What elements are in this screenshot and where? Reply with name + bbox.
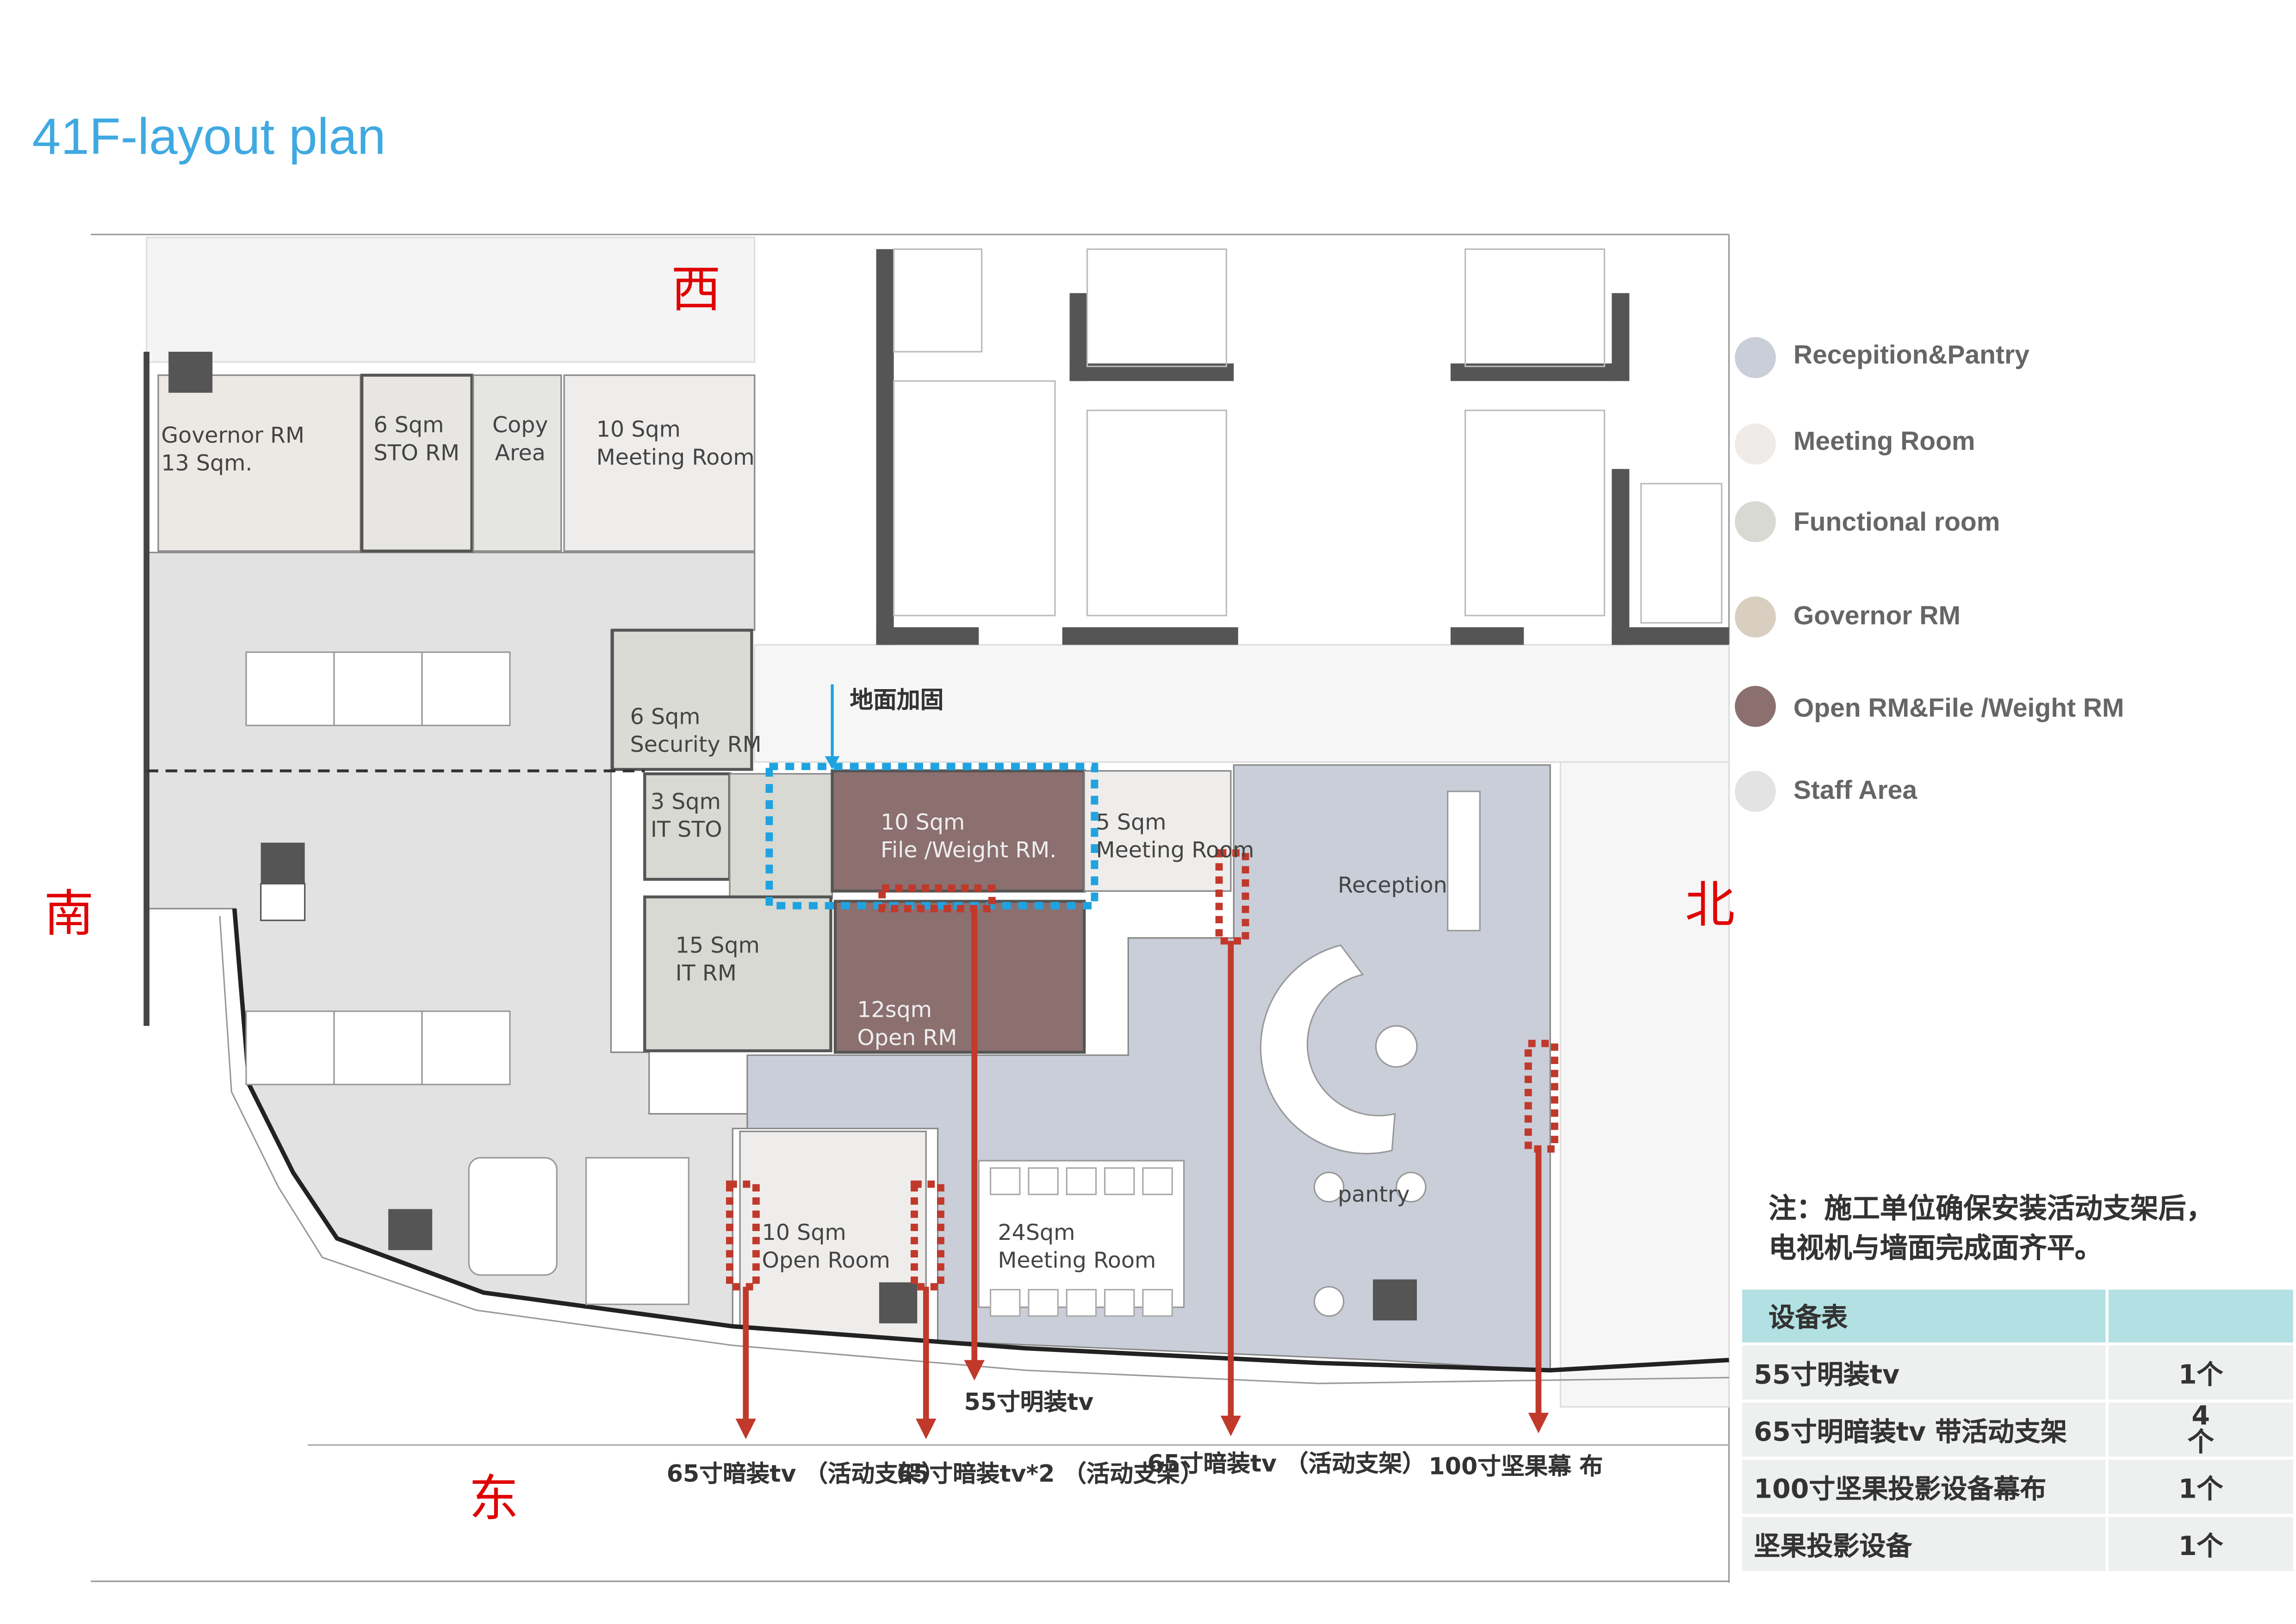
- callout-100-screen: 100寸坚果幕 布: [1428, 1452, 1603, 1481]
- legend-swatch-governor: [1735, 596, 1776, 638]
- equipment-item: 55寸明装tv: [1742, 1344, 2107, 1403]
- room-meeting-24: 24Sqm Meeting Room: [998, 1219, 1156, 1274]
- equipment-qty: 1个: [2105, 1344, 2293, 1403]
- equipment-qty: 4 个: [2105, 1401, 2293, 1460]
- legend-label-open-file: Open RM&File /Weight RM: [1793, 693, 2124, 723]
- callout-65-tv-open-room: 65寸暗装tv （活动支架）: [666, 1459, 945, 1488]
- reinforced-floor-zone: [765, 763, 1098, 909]
- installation-note: 注：施工单位确保安装活动支架后，电视机与墙面完成面齐平。: [1769, 1193, 2214, 1265]
- room-pantry: pantry: [1338, 1181, 1410, 1208]
- legend-label-reception: Recepition&Pantry: [1793, 340, 2029, 369]
- room-meeting-5: 5 Sqm Meeting Room: [1096, 809, 1254, 864]
- floor-reinforcement-label: 地面加固: [850, 685, 944, 714]
- room-security: 6 Sqm Security RM: [630, 703, 762, 758]
- room-open-10: 10 Sqm Open Room: [762, 1219, 890, 1274]
- reception-pantry-area: [746, 764, 1551, 1371]
- equipment-header-blank: [2105, 1289, 2293, 1345]
- legend-swatch-staff: [1735, 771, 1776, 812]
- room-meeting-10: 10 Sqm Meeting Room: [596, 416, 755, 471]
- direction-east: 东: [469, 1470, 519, 1529]
- equipment-qty: 1个: [2105, 1515, 2293, 1574]
- equipment-table: 设备表 55寸明装tv 1个 65寸明暗装tv 带活动支架 4 个 100寸坚果…: [1742, 1289, 2293, 1574]
- legend-swatch-open-file: [1735, 685, 1776, 727]
- room-copy: Copy Area: [492, 411, 548, 466]
- equipment-table-title: 设备表: [1742, 1289, 2107, 1345]
- legend-swatch-functional: [1735, 501, 1776, 542]
- equipment-item: 坚果投影设备: [1742, 1515, 2107, 1574]
- table-row: 坚果投影设备 1个: [1742, 1515, 2293, 1574]
- table-row: 55寸明装tv 1个: [1742, 1344, 2293, 1403]
- room-file-weight: 10 Sqm File /Weight RM.: [881, 809, 1057, 864]
- legend-swatch-reception: [1735, 337, 1776, 378]
- legend-label-governor: Governor RM: [1793, 601, 1961, 630]
- legend-label-functional: Functional room: [1793, 507, 2000, 536]
- room-it-sto: 3 Sqm IT STO: [650, 788, 722, 843]
- page-title: 41F-layout plan: [32, 108, 386, 166]
- direction-north: 北: [1685, 876, 1735, 935]
- room-sto: 6 Sqm STO RM: [373, 411, 460, 466]
- equipment-item: 100寸坚果投影设备幕布: [1742, 1458, 2107, 1517]
- table-row: 100寸坚果投影设备幕布 1个: [1742, 1458, 2293, 1517]
- callout-55-tv: 55寸明装tv: [964, 1388, 1094, 1416]
- table-row: 65寸明暗装tv 带活动支架 4 个: [1742, 1401, 2293, 1460]
- room-governor: Governor RM 13 Sqm.: [161, 422, 305, 477]
- callout-65-tv-meeting: 65寸暗装tv （活动支架）: [1147, 1449, 1426, 1477]
- room-open-12: 12sqm Open RM: [857, 996, 957, 1051]
- legend-label-meeting: Meeting Room: [1793, 426, 1975, 456]
- direction-south: 南: [43, 885, 94, 944]
- direction-west: 西: [671, 261, 721, 320]
- equipment-qty: 1个: [2105, 1458, 2293, 1517]
- equipment-table-header: 设备表: [1742, 1289, 2293, 1345]
- room-reception: Reception: [1338, 872, 1447, 899]
- legend-label-staff: Staff Area: [1793, 775, 1917, 805]
- legend-swatch-meeting: [1735, 423, 1776, 465]
- equipment-item: 65寸明暗装tv 带活动支架: [1742, 1401, 2107, 1460]
- callout-65-tv-x2: 65寸暗装tv*2 （活动支架）: [896, 1459, 1204, 1488]
- room-it: 15 Sqm IT RM: [675, 932, 760, 987]
